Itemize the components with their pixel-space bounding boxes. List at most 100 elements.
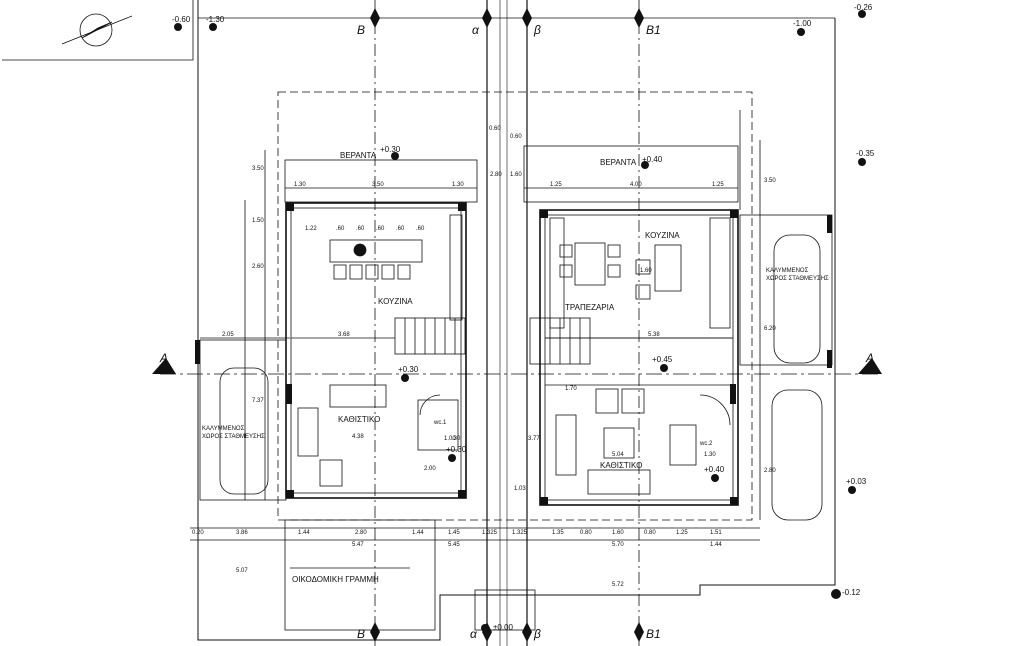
dimension-text: 3.68 (338, 332, 350, 338)
axis-label-alpha-top: α (472, 23, 480, 37)
dimension-text: .60 (376, 226, 385, 232)
room-label-veranda-left: ΒΕΡΑΝΤΑ (340, 151, 377, 160)
dimension-text: 5.04 (612, 452, 624, 458)
dimension-text: 1.60 (612, 530, 624, 536)
axis-label-b-bottom: B (357, 627, 365, 641)
level-marker-icon (174, 23, 182, 31)
level-marker-icon (711, 474, 719, 482)
dimension-text: 2.80 (355, 530, 367, 536)
dimension-text: 2.80 (490, 172, 502, 178)
level-text: +0.40 (642, 155, 663, 164)
parking-label-right-1: ΚΑΛΥΜΜΕΝΟΣ (766, 268, 809, 274)
level-marker-icon (401, 374, 409, 382)
dimension-text: 4.38 (352, 434, 364, 440)
room-label-veranda-right: ΒΕΡΑΝΤΑ (600, 158, 637, 167)
dimension-text: 5.07 (236, 568, 248, 574)
site-boundary (197, 0, 836, 641)
level-marker-icon (641, 161, 649, 169)
level-text: -0.26 (854, 3, 873, 12)
dimension-text: 5.38 (648, 332, 660, 338)
dimension-text: 0.60 (489, 126, 501, 132)
dimension-text: 3.50 (372, 182, 384, 188)
axis-label-beta-bottom: β (533, 627, 541, 641)
building-line-label: ΟΙΚΟΔΟΜΙΚΗ ΓΡΑΜΜΗ (292, 575, 379, 584)
level-text: +0.40 (704, 465, 725, 474)
dimension-text: 1.30 (452, 182, 464, 188)
dimension-text: 1.325 (512, 530, 528, 536)
dimension-text: 1.51 (710, 530, 722, 536)
room-label-wc2: wc.2 (699, 441, 713, 447)
dimension-text: 1.45 (448, 530, 460, 536)
dimension-text: 1.25 (712, 182, 724, 188)
level-marker-icon (391, 152, 399, 160)
dimension-text: 0.80 (644, 530, 656, 536)
dimension-text: 0.60 (510, 134, 522, 140)
dimension-text: 0.80 (580, 530, 592, 536)
room-label-kitchen-left: ΚΟΥΖΙΝΑ (378, 297, 413, 306)
north-arrow-icon (61, 13, 133, 47)
level-text: +0.30 (398, 365, 419, 374)
dimension-text: .60 (356, 226, 365, 232)
level-text: +0.30 (380, 145, 401, 154)
level-text: ±0.00 (493, 623, 514, 632)
dimension-text: 1.30 (704, 452, 716, 458)
dimension-text: 4.00 (630, 182, 642, 188)
room-label-living-right: ΚΑΘΙΣΤΙΚΟ (600, 461, 642, 470)
dimension-text: .60 (396, 226, 405, 232)
axis-label-beta-top: β (533, 23, 541, 37)
parking-right-outline (739, 214, 833, 366)
level-text: -0.35 (856, 149, 875, 158)
dimension-text: 0.20 (192, 530, 204, 536)
axis-label-alpha-bottom: α (470, 627, 478, 641)
dimension-text: 1.44 (412, 530, 424, 536)
parking-left-outline (199, 339, 287, 501)
axis-label-b1-bottom: B1 (646, 627, 661, 641)
dimension-text: 3.50 (764, 178, 776, 184)
level-text: -1.00 (793, 19, 812, 28)
parking-label-right-2: ΧΩΡΟΣ ΣΤΑΘΜΕΥΣΗΣ (766, 276, 829, 282)
dimension-text: 1.00 (444, 436, 456, 442)
dimension-text: 2.60 (252, 264, 264, 270)
level-marker-icon (831, 589, 841, 599)
parking-label-left-2: ΧΩΡΟΣ ΣΤΑΘΜΕΥΣΗΣ (202, 434, 265, 440)
dimension-text: 5.45 (448, 542, 460, 548)
room-label-dining-right: ΤΡΑΠΕΖΑΡΙΑ (565, 303, 615, 312)
level-marker-icon (858, 10, 866, 18)
dimension-text: 3.77 (528, 436, 540, 442)
dimension-text: 1.50 (252, 218, 264, 224)
room-label-kitchen-right: ΚΟΥΖΙΝΑ (645, 231, 680, 240)
dimension-text: 6.20 (764, 326, 776, 332)
dimension-text: 1.44 (298, 530, 310, 536)
level-text: -0.12 (842, 588, 861, 597)
building-envelope (277, 91, 753, 521)
level-text: +0.45 (652, 355, 673, 364)
level-text: +0.30 (446, 445, 467, 454)
dimension-text: 2.80 (764, 468, 776, 474)
staircase-left (394, 317, 466, 355)
level-text: -0.60 (172, 15, 191, 24)
room-label-wc1: wc.1 (433, 420, 447, 426)
section-label-right: A (865, 351, 874, 365)
dimension-text: 3.50 (252, 166, 264, 172)
section-label-left: A (159, 351, 168, 365)
dimension-text: 1.03 (514, 486, 526, 492)
veranda-left-outline (284, 159, 478, 203)
dimension-text: 1.35 (552, 530, 564, 536)
dimension-text: .30 (452, 436, 461, 442)
level-marker-icon (848, 486, 856, 494)
dimension-text: 3.86 (236, 530, 248, 536)
dimension-text: 1.325 (482, 530, 498, 536)
dimension-text: 1.30 (294, 182, 306, 188)
dimension-text: 2.05 (222, 332, 234, 338)
room-label-living-left: ΚΑΘΙΣΤΙΚΟ (338, 415, 380, 424)
left-unit-walls (285, 202, 467, 499)
level-marker-icon (797, 28, 805, 36)
dimension-text: 1.25 (550, 182, 562, 188)
level-text: -1.30 (206, 15, 225, 24)
level-text: +0.03 (846, 477, 867, 486)
level-marker-icon (209, 23, 217, 31)
dimension-text: .60 (416, 226, 425, 232)
dimension-text: 5.72 (612, 582, 624, 588)
dimension-text: .60 (336, 226, 345, 232)
